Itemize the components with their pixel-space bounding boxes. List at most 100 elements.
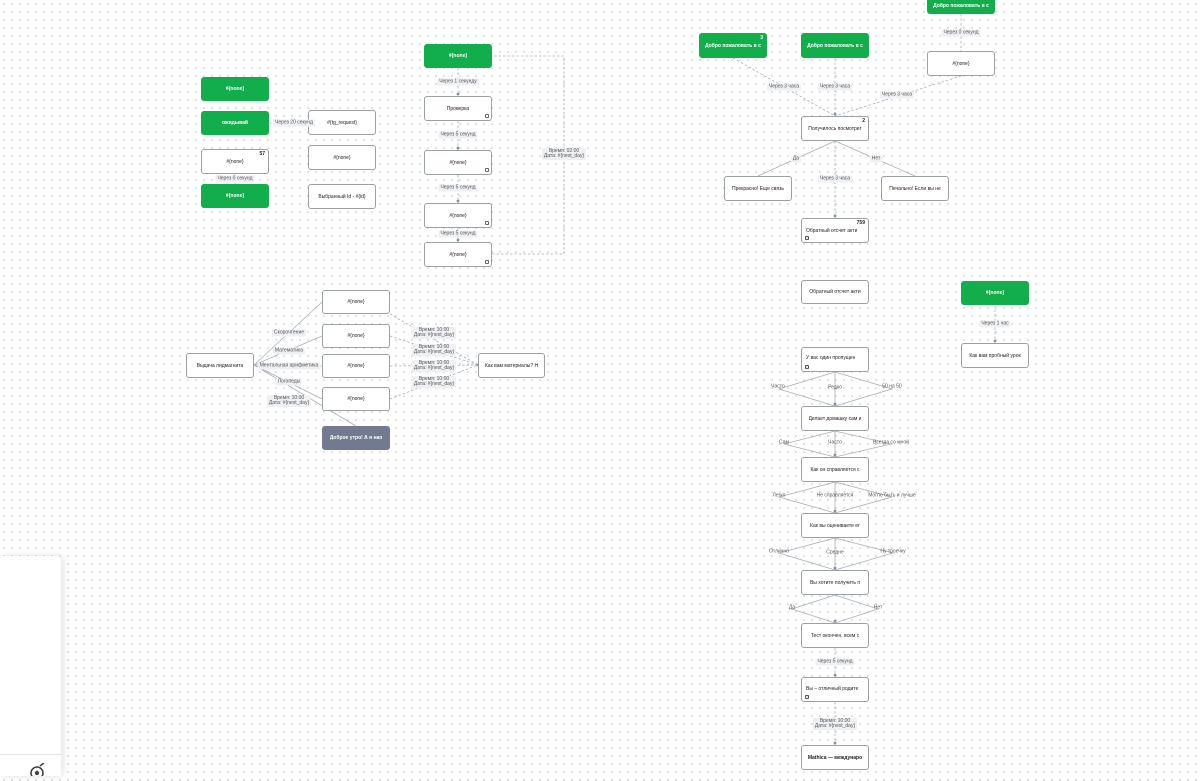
edge-label: Через 3 часа: [766, 83, 802, 91]
node-g7-q2[interactable]: Делает домашку сам и: [801, 406, 869, 431]
node-label: Добро пожаловать в с: [705, 42, 761, 49]
connector-dot: [833, 402, 837, 406]
edge-label: Через 0 секунд: [941, 29, 981, 37]
connector-dot: [456, 92, 460, 96]
edge-label: Всегда со мной: [873, 439, 909, 446]
node-g3-morning[interactable]: Доброе утро! А я нап: [322, 426, 390, 450]
node-label: Делает домашку сам и: [808, 415, 862, 422]
node-label: #{none}: [226, 158, 244, 165]
node-g1-mid[interactable]: #{none}: [308, 145, 376, 170]
node-g1-waiting[interactable]: ожидывай: [201, 111, 269, 135]
target-icon[interactable]: [28, 762, 46, 780]
node-label: #{tg_request}: [327, 119, 357, 126]
node-g7-q6[interactable]: Тест окончен, всем с: [801, 623, 869, 648]
node-g3-b[interactable]: #{none}: [322, 324, 390, 348]
node-g3-c[interactable]: #{none}: [322, 354, 390, 378]
node-label: Mathica — междунаро: [807, 754, 863, 761]
connector-dot: [833, 619, 837, 623]
edge-label: Через 3 часа: [817, 83, 853, 91]
connector-dot: [833, 673, 837, 677]
node-label: #{none}: [225, 193, 245, 199]
edge-label: Время: 10:00 Дата: #{next_day}: [411, 360, 457, 372]
node-g7-q5[interactable]: Вы хотите получить п: [801, 570, 869, 595]
edge-label: Время: 10:00 Дата: #{next_day}: [411, 327, 457, 339]
node-g6-none[interactable]: #{none}: [961, 281, 1029, 305]
node-badge: 759: [856, 220, 865, 226]
node-g7-q1[interactable]: У вас один пропущен: [801, 347, 869, 372]
connector-dot: [833, 741, 837, 745]
edge-label: Время: 10:00 Дата: #{next_day}: [411, 344, 457, 356]
node-g4-sad[interactable]: Печально! Если вы не: [881, 176, 949, 201]
edge-label: Часто: [828, 439, 842, 446]
edge-label: Не справляется: [816, 492, 854, 499]
connector-line: [790, 594, 836, 624]
node-g4-great[interactable]: Прекрасно! Еще связь: [724, 176, 792, 201]
external-link-icon[interactable]: [485, 221, 489, 225]
external-link-icon[interactable]: [485, 260, 489, 264]
node-label: Как вам материалы? Н: [484, 362, 539, 369]
edge-label: Через 0 секунд: [215, 175, 255, 183]
node-g3-materials[interactable]: Как вам материалы? Н: [478, 353, 545, 378]
edge-label: Сам: [779, 439, 789, 446]
node-g2-check[interactable]: Проверка: [424, 96, 492, 121]
node-g2-n1[interactable]: #{none}: [424, 150, 492, 175]
node-g4-welcome2[interactable]: Добро пожаловать в с: [801, 33, 869, 58]
node-g7-q4[interactable]: Как вы оцениваете ег: [801, 513, 869, 538]
node-label: ожидывай: [222, 120, 248, 126]
node-g7-q3[interactable]: Как он справляется с: [801, 457, 869, 482]
node-g2-n3[interactable]: #{none}: [424, 242, 492, 267]
node-g3-issue[interactable]: Выдача лидмагнита: [186, 353, 254, 378]
node-g2-n2[interactable]: #{none}: [424, 203, 492, 228]
external-link-icon[interactable]: [485, 168, 489, 172]
node-g3-a[interactable]: #{none}: [322, 290, 390, 314]
node-label: Проверка: [446, 105, 470, 112]
node-label: Доброе утро! А я нап: [329, 435, 383, 441]
node-badge: 3: [760, 35, 763, 41]
node-g2-start[interactable]: #{none}: [424, 44, 492, 68]
node-g4-none[interactable]: #{none}: [927, 51, 995, 76]
node-g4-welcome3[interactable]: Добро пожаловать в с: [927, 0, 995, 14]
edge-label: Часто: [771, 383, 785, 390]
node-g1-start[interactable]: #{none}: [201, 77, 269, 101]
node-label: #{none}: [347, 333, 365, 339]
edge-label: Скорочтение: [271, 329, 307, 337]
node-g3-d[interactable]: #{none}: [322, 387, 390, 411]
connector-line: [389, 313, 479, 366]
node-g5-feedback2[interactable]: Обратный отсчет акти: [801, 280, 869, 304]
edge-label: Через 5 секунд: [438, 131, 478, 139]
node-label: Как он справляется с: [810, 466, 860, 473]
node-g7-q8[interactable]: Mathica — междунаро: [801, 745, 869, 770]
node-label: #{none}: [448, 53, 468, 59]
edge-label: Время: 10:00 Дата: #{next_day}: [266, 395, 312, 407]
edge-label: Через 5 секунд: [438, 184, 478, 192]
node-label: #{none}: [347, 363, 365, 369]
node-label: #{none}: [985, 290, 1005, 296]
node-label: #{none}: [225, 86, 245, 92]
node-label: #{none}: [347, 396, 365, 402]
node-g7-q7[interactable]: Вы – отличный родите: [801, 677, 869, 702]
connector-dot: [833, 509, 837, 513]
node-g1-badge[interactable]: 57#{none}: [201, 149, 269, 174]
node-label: Вы – отличный родите: [806, 686, 859, 692]
comment-icon[interactable]: [805, 365, 809, 369]
node-label: Как вам пробный урок: [969, 352, 1021, 359]
node-label: #{none}: [449, 159, 467, 166]
edge-label: Время: 10:00 Дата: #{next_day}: [812, 718, 858, 730]
comment-icon[interactable]: [805, 236, 809, 240]
connector-dot: [833, 214, 837, 218]
node-g1-selected[interactable]: Выбранный Id - #{id}: [308, 184, 376, 209]
node-label: Выбранный Id - #{id}: [318, 193, 366, 200]
node-g1-bottom[interactable]: #{none}: [201, 184, 269, 208]
edge-label: Да: [788, 604, 796, 611]
comment-icon[interactable]: [805, 695, 809, 699]
edge-label: Логопеды: [275, 378, 303, 386]
node-label: #{none}: [449, 212, 467, 219]
external-link-icon[interactable]: [485, 114, 489, 118]
node-label: Выдача лидмагнита: [196, 362, 244, 369]
node-g1-request[interactable]: #{tg_request}: [308, 110, 376, 135]
node-label: Добро пожаловать в с: [807, 42, 863, 49]
node-g6-trial[interactable]: Как вам пробный урок: [961, 343, 1029, 368]
